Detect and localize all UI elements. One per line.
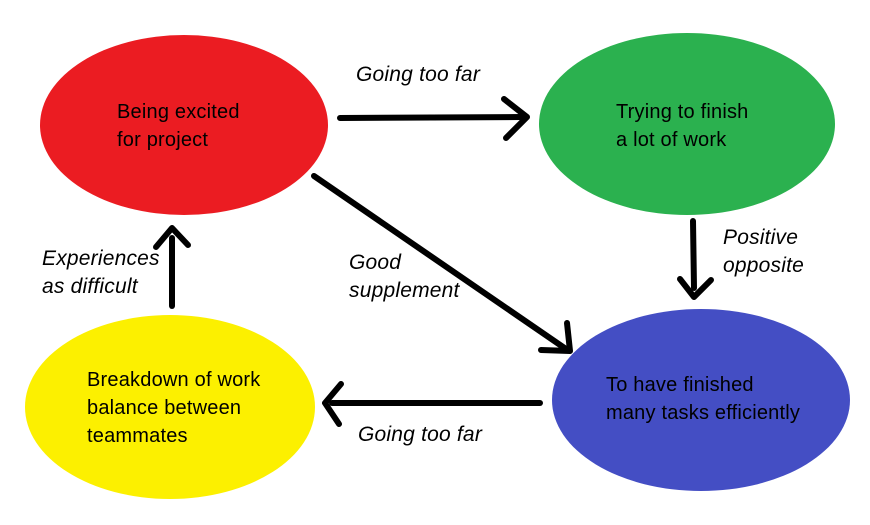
edge-label-yellow-to-red: Experiences as difficult [42, 247, 160, 298]
edge-label-red-to-green: Going too far [356, 63, 481, 86]
node-breakdown-ellipse [25, 315, 315, 499]
edge-label-green-to-blue: Positive opposite [723, 226, 804, 277]
arrow-red-to-green [337, 96, 530, 141]
node-finished-ellipse [552, 309, 850, 491]
node-excited-label: Being excited for project [117, 101, 240, 151]
edge-label-red-to-blue: Good supplement [349, 251, 460, 302]
arrow-blue-to-yellow [322, 381, 543, 427]
edge-label-blue-to-yellow: Going too far [358, 423, 483, 446]
arrow-red-to-blue [311, 173, 573, 354]
node-trying-label: Trying to finish a lot of work [616, 101, 749, 151]
node-finished-label: To have finished many tasks efficiently [606, 374, 801, 424]
node-excited-ellipse [40, 35, 328, 215]
node-trying-ellipse [539, 33, 835, 215]
arrow-yellow-to-red [153, 225, 191, 309]
node-breakdown-label: Breakdown of work balance between teamma… [87, 369, 261, 447]
arrow-green-to-blue [677, 218, 714, 300]
